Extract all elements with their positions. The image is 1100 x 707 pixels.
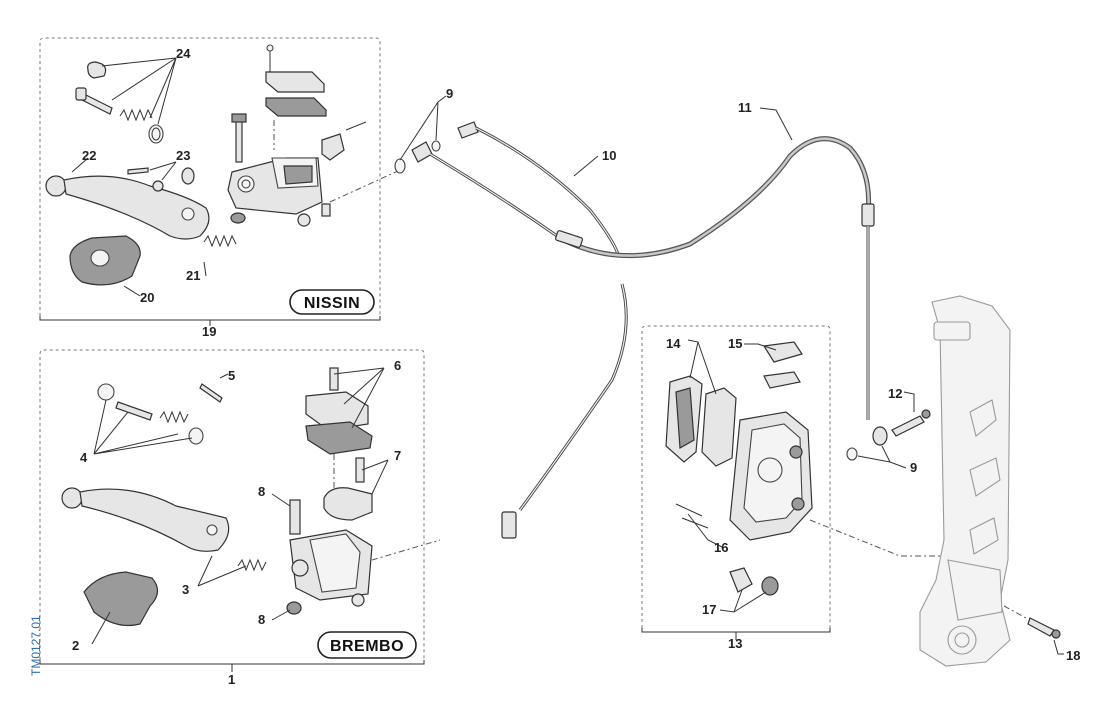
callout-11: 11 bbox=[738, 100, 752, 115]
lever-pivot-kit-24 bbox=[75, 57, 177, 144]
callout-8b: 8 bbox=[258, 612, 265, 627]
brand-label-nissin: NISSIN bbox=[304, 295, 360, 312]
brembo-group: BREMBO bbox=[39, 349, 441, 672]
callout-9b: 9 bbox=[910, 460, 917, 475]
callout-4: 4 bbox=[80, 450, 88, 465]
callout-8a: 8 bbox=[258, 484, 265, 499]
callout-19: 19 bbox=[202, 324, 216, 339]
caliper-group bbox=[641, 325, 940, 640]
callout-20: 20 bbox=[140, 290, 154, 305]
callout-22: 22 bbox=[82, 148, 96, 163]
brand-label-brembo: BREMBO bbox=[330, 638, 404, 655]
callout-9a: 9 bbox=[446, 86, 453, 101]
callout-21: 21 bbox=[186, 268, 200, 283]
callout-15: 15 bbox=[728, 336, 742, 351]
callout-6: 6 bbox=[394, 358, 401, 373]
callout-14: 14 bbox=[666, 336, 681, 351]
callout-5: 5 bbox=[228, 368, 235, 383]
nissin-master-cylinder bbox=[227, 44, 367, 227]
nissin-lever bbox=[45, 167, 210, 240]
fork-leg bbox=[891, 295, 1064, 667]
callout-17: 17 bbox=[702, 602, 716, 617]
nissin-group: NISSIN bbox=[39, 37, 401, 326]
callout-7: 7 bbox=[394, 448, 401, 463]
brake-hoses bbox=[394, 95, 907, 539]
callout-18: 18 bbox=[1066, 648, 1080, 663]
drawing-code: TM0127.01 bbox=[29, 615, 43, 676]
callout-16: 16 bbox=[714, 540, 728, 555]
callout-labels: 24 22 23 21 20 19 5 6 7 4 8 3 8 2 1 9 10… bbox=[72, 46, 1080, 687]
callout-23: 23 bbox=[176, 148, 190, 163]
callout-1: 1 bbox=[228, 672, 235, 687]
callout-3: 3 bbox=[182, 582, 189, 597]
callout-10: 10 bbox=[602, 148, 616, 163]
callout-24: 24 bbox=[176, 46, 191, 61]
callout-12: 12 bbox=[888, 386, 902, 401]
callout-2: 2 bbox=[72, 638, 79, 653]
callout-13: 13 bbox=[728, 636, 742, 651]
